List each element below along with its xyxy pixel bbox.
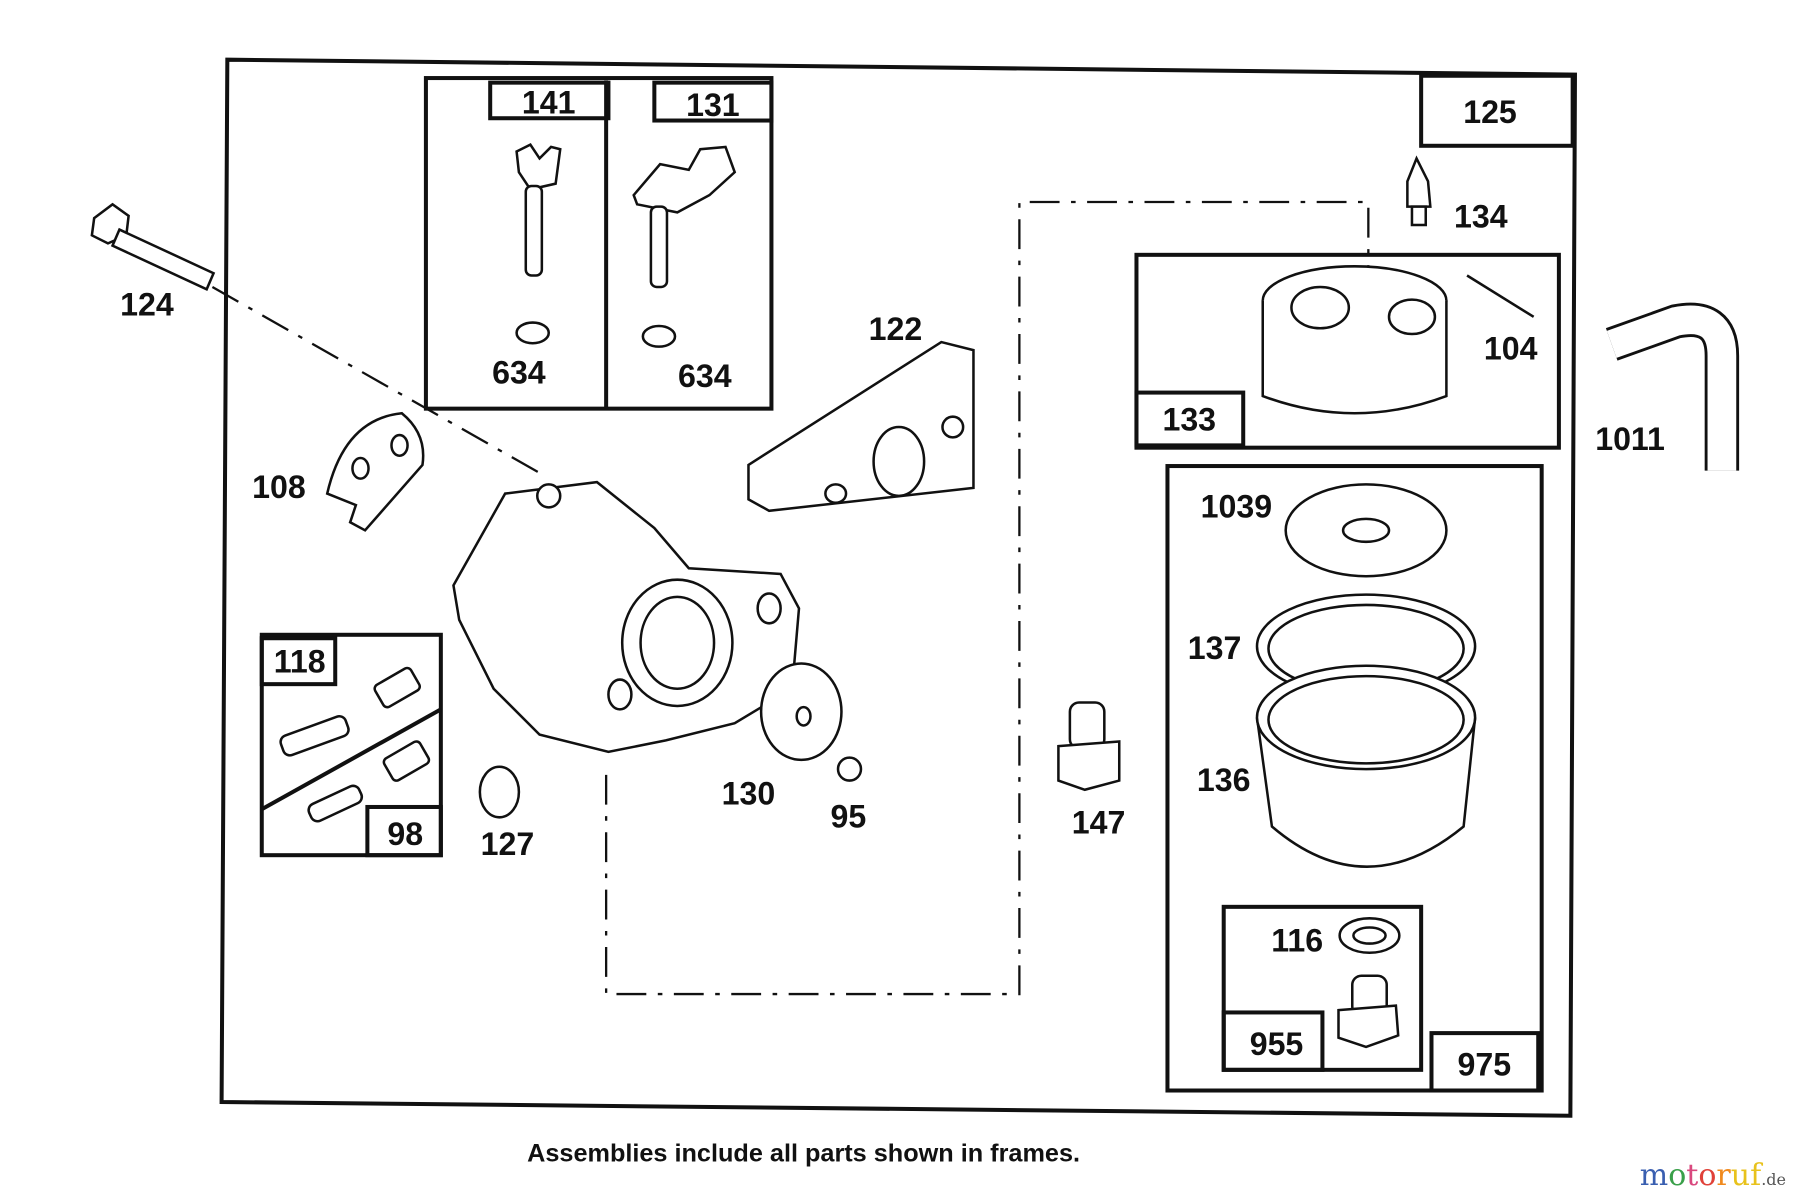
inlet-needle-134 <box>1406 155 1432 227</box>
callout-127: 127 <box>481 826 535 862</box>
label-box-118 <box>259 636 338 687</box>
frame-125 <box>1419 73 1575 148</box>
callout-133: 133 <box>1162 401 1216 437</box>
callout-118: 118 <box>274 644 326 680</box>
frame-133 <box>1134 252 1561 450</box>
callout-125: 125 <box>1463 94 1517 130</box>
callout-122: 122 <box>869 311 923 347</box>
bowl-nut-955 <box>1337 917 1401 1049</box>
bolt-124 <box>90 202 216 291</box>
callout-95: 95 <box>830 799 866 835</box>
float-bowl-136 <box>1255 664 1477 868</box>
callout-634: 634 <box>678 358 732 394</box>
callout-131: 131 <box>686 87 740 123</box>
callout-134: 134 <box>1454 198 1508 234</box>
caption: Assemblies include all parts shown in fr… <box>527 1140 1080 1168</box>
callout-1011: 1011 <box>1595 421 1665 457</box>
callout-975: 975 <box>1457 1047 1511 1083</box>
label-box-98 <box>365 804 443 858</box>
leader-line <box>211 285 541 474</box>
label-box-955 <box>1221 1010 1325 1072</box>
callout-136: 136 <box>1197 762 1251 798</box>
float-133 <box>1261 265 1448 415</box>
screws-springs-118-98 <box>279 666 431 823</box>
callout-98: 98 <box>387 816 423 852</box>
label-box-133 <box>1134 390 1246 448</box>
frame-118-98 <box>259 632 443 858</box>
choke-plate-108 <box>325 411 425 532</box>
watermark-logo: motoruf.de <box>1639 1158 1786 1193</box>
throttle-shaft-141 <box>515 143 562 345</box>
fuel-nozzle-147 <box>1057 701 1121 792</box>
label-box-975 <box>1429 1031 1541 1093</box>
throttle-plate-130 <box>759 662 843 762</box>
callout-116: 116 <box>1271 923 1323 959</box>
callout-130: 130 <box>722 776 776 812</box>
frame-975 <box>1165 464 1544 1093</box>
carburetor-body <box>452 480 801 754</box>
callout-104: 104 <box>1484 330 1538 366</box>
callout-141: 141 <box>522 85 576 121</box>
hinge-pin-104 <box>1466 274 1535 318</box>
leader-line <box>604 200 1370 996</box>
callout-124: 124 <box>120 287 174 323</box>
callout-1039: 1039 <box>1201 489 1272 525</box>
callout-137: 137 <box>1188 630 1242 666</box>
choke-shaft-131 <box>632 145 737 348</box>
label-box-141 <box>488 80 611 121</box>
label-box-131 <box>652 80 774 123</box>
screw-95 <box>836 756 863 782</box>
gasket-1039 <box>1284 483 1448 578</box>
callout-634: 634 <box>492 354 546 390</box>
callout-955: 955 <box>1250 1026 1304 1062</box>
outer-frame <box>219 57 1577 1118</box>
frame-141-131 <box>423 76 774 411</box>
callout-147: 147 <box>1072 804 1126 840</box>
callout-108: 108 <box>252 469 306 505</box>
welch-plug-127 <box>478 765 521 819</box>
spacer-122 <box>747 340 975 513</box>
